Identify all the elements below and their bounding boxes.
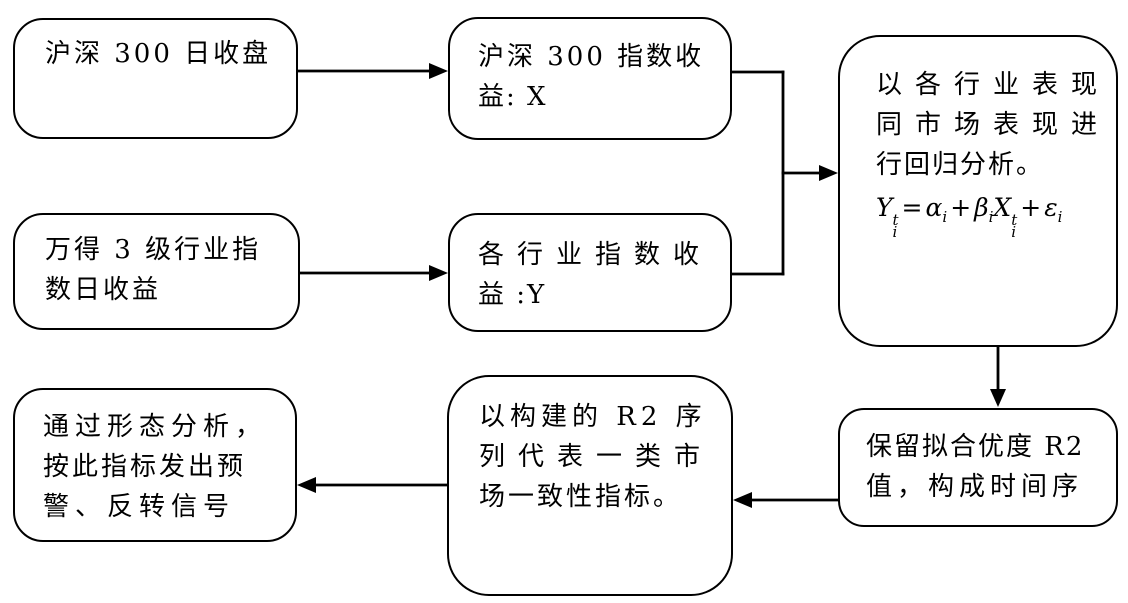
- node-text-line: 沪深 300 日收盘: [45, 39, 272, 69]
- node-text-line: 值，构成时间序: [866, 472, 1084, 502]
- formula-alpha-sub: i: [942, 208, 948, 226]
- node-csi300-index-return: 沪深 300 指数收 益: X: [448, 17, 732, 140]
- node-text-line: 保留拟合优度 R2: [866, 432, 1085, 462]
- node-wind-industry-daily-return: 万得 3 级行业指 数日收益: [13, 213, 300, 330]
- node-text-line: 以构建的 R2 序: [479, 402, 707, 432]
- formula-x-sup: t: [1011, 211, 1018, 229]
- arrow-csi-close-to-return-head: [429, 63, 448, 79]
- node-industry-index-return: 各行业指数收 益 :Y: [448, 213, 732, 332]
- arrow-r2-to-indicator-head: [733, 492, 752, 508]
- formula-epsilon: ε: [1044, 193, 1058, 222]
- formula-x-var: X: [993, 193, 1012, 222]
- node-text-line: 行回归分析。: [876, 150, 1045, 180]
- formula-lhs-sup: t: [892, 211, 899, 229]
- formula-beta: β: [974, 193, 989, 222]
- node-text-line: 益 :Y: [478, 280, 547, 310]
- arrow-regression-to-r2-head: [990, 389, 1006, 407]
- formula-equals: =: [901, 193, 923, 222]
- node-text-line: 益: X: [478, 82, 548, 112]
- node-text-line: 同市场表现进: [876, 110, 1111, 140]
- formula-plus: +: [1020, 193, 1042, 222]
- formula-epsilon-sub: i: [1057, 208, 1063, 226]
- node-text-line: 列代表一类市: [479, 442, 714, 472]
- arrow-merge-to-regression-head: [819, 165, 838, 181]
- node-text-line: 通过形态分析，: [43, 412, 268, 442]
- node-r2-consistency-indicator: 以构建的 R2 序 列代表一类市 场一致性指标。: [447, 375, 733, 596]
- formula-lhs-var: Y: [876, 193, 893, 222]
- formula-plus: +: [950, 193, 972, 222]
- arrow-industry-daily-to-return-head: [429, 265, 448, 281]
- formula-x-sub: i: [1011, 223, 1017, 241]
- formula-alpha: α: [925, 193, 943, 222]
- node-csi300-daily-close: 沪深 300 日收盘: [13, 18, 298, 139]
- node-text-line: 沪深 300 指数收: [478, 42, 705, 72]
- node-text-line: 按此指标发出预: [43, 452, 247, 482]
- node-text-line: 场一致性指标。: [479, 482, 683, 512]
- formula-lhs-sub: i: [892, 223, 898, 241]
- node-text-line: 万得 3 级行业指: [45, 235, 262, 265]
- node-r2-time-series: 保留拟合优度 R2 值，构成时间序: [838, 408, 1118, 527]
- node-text-line: 数日收益: [45, 275, 162, 305]
- arrow-indicator-to-signals-head: [297, 477, 316, 493]
- node-text-line: 各行业指数收: [478, 240, 713, 270]
- formula-beta-sub: i: [988, 208, 994, 226]
- node-text-line: 警、反转信号: [43, 492, 236, 522]
- node-text-line: 以各行业表现: [876, 70, 1111, 100]
- node-warning-reversal-signals: 通过形态分析， 按此指标发出预 警、反转信号: [13, 388, 297, 542]
